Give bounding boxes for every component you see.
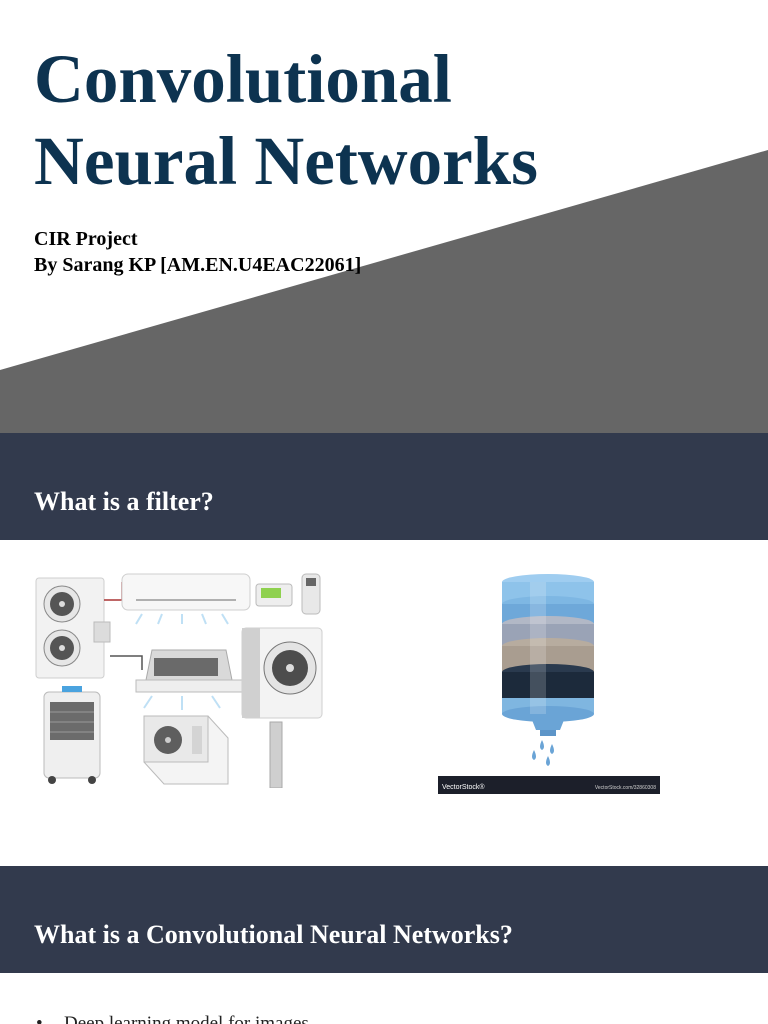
title-line-1: Convolutional: [34, 41, 452, 117]
title-line-2: Neural Networks: [34, 123, 538, 199]
section-header-cnn: What is a Convolutional Neural Networks?: [0, 866, 768, 973]
filter-images: VectorStock® VectorStock.com/32860308: [0, 540, 768, 866]
watermark-left: VectorStock®: [442, 783, 485, 791]
bullet-dot-icon: •: [36, 1013, 43, 1024]
bullet-item: • Deep learning model for images: [36, 1013, 309, 1024]
title-slide: Convolutional Neural Networks CIR Projec…: [0, 0, 768, 433]
section-heading: What is a Convolutional Neural Networks?: [34, 920, 513, 949]
section-header-filter: What is a filter?: [0, 433, 768, 540]
bullet-text: Deep learning model for images: [64, 1013, 309, 1024]
cnn-body: • Deep learning model for images: [0, 973, 768, 1024]
slide-title: Convolutional Neural Networks: [34, 38, 754, 202]
subtitle-line-2: By Sarang KP [AM.EN.U4EAC22061]: [34, 254, 362, 276]
water-filter-icon: VectorStock® VectorStock.com/32860308: [438, 574, 660, 794]
air-conditioner-icon: [35, 573, 323, 788]
section-heading: What is a filter?: [34, 487, 214, 516]
gray-diagonal-shape: [0, 150, 768, 433]
watermark-right: VectorStock.com/32860308: [595, 785, 656, 791]
slide-subtitle: CIR Project By Sarang KP [AM.EN.U4EAC220…: [34, 226, 361, 278]
subtitle-line-1: CIR Project: [34, 228, 138, 250]
